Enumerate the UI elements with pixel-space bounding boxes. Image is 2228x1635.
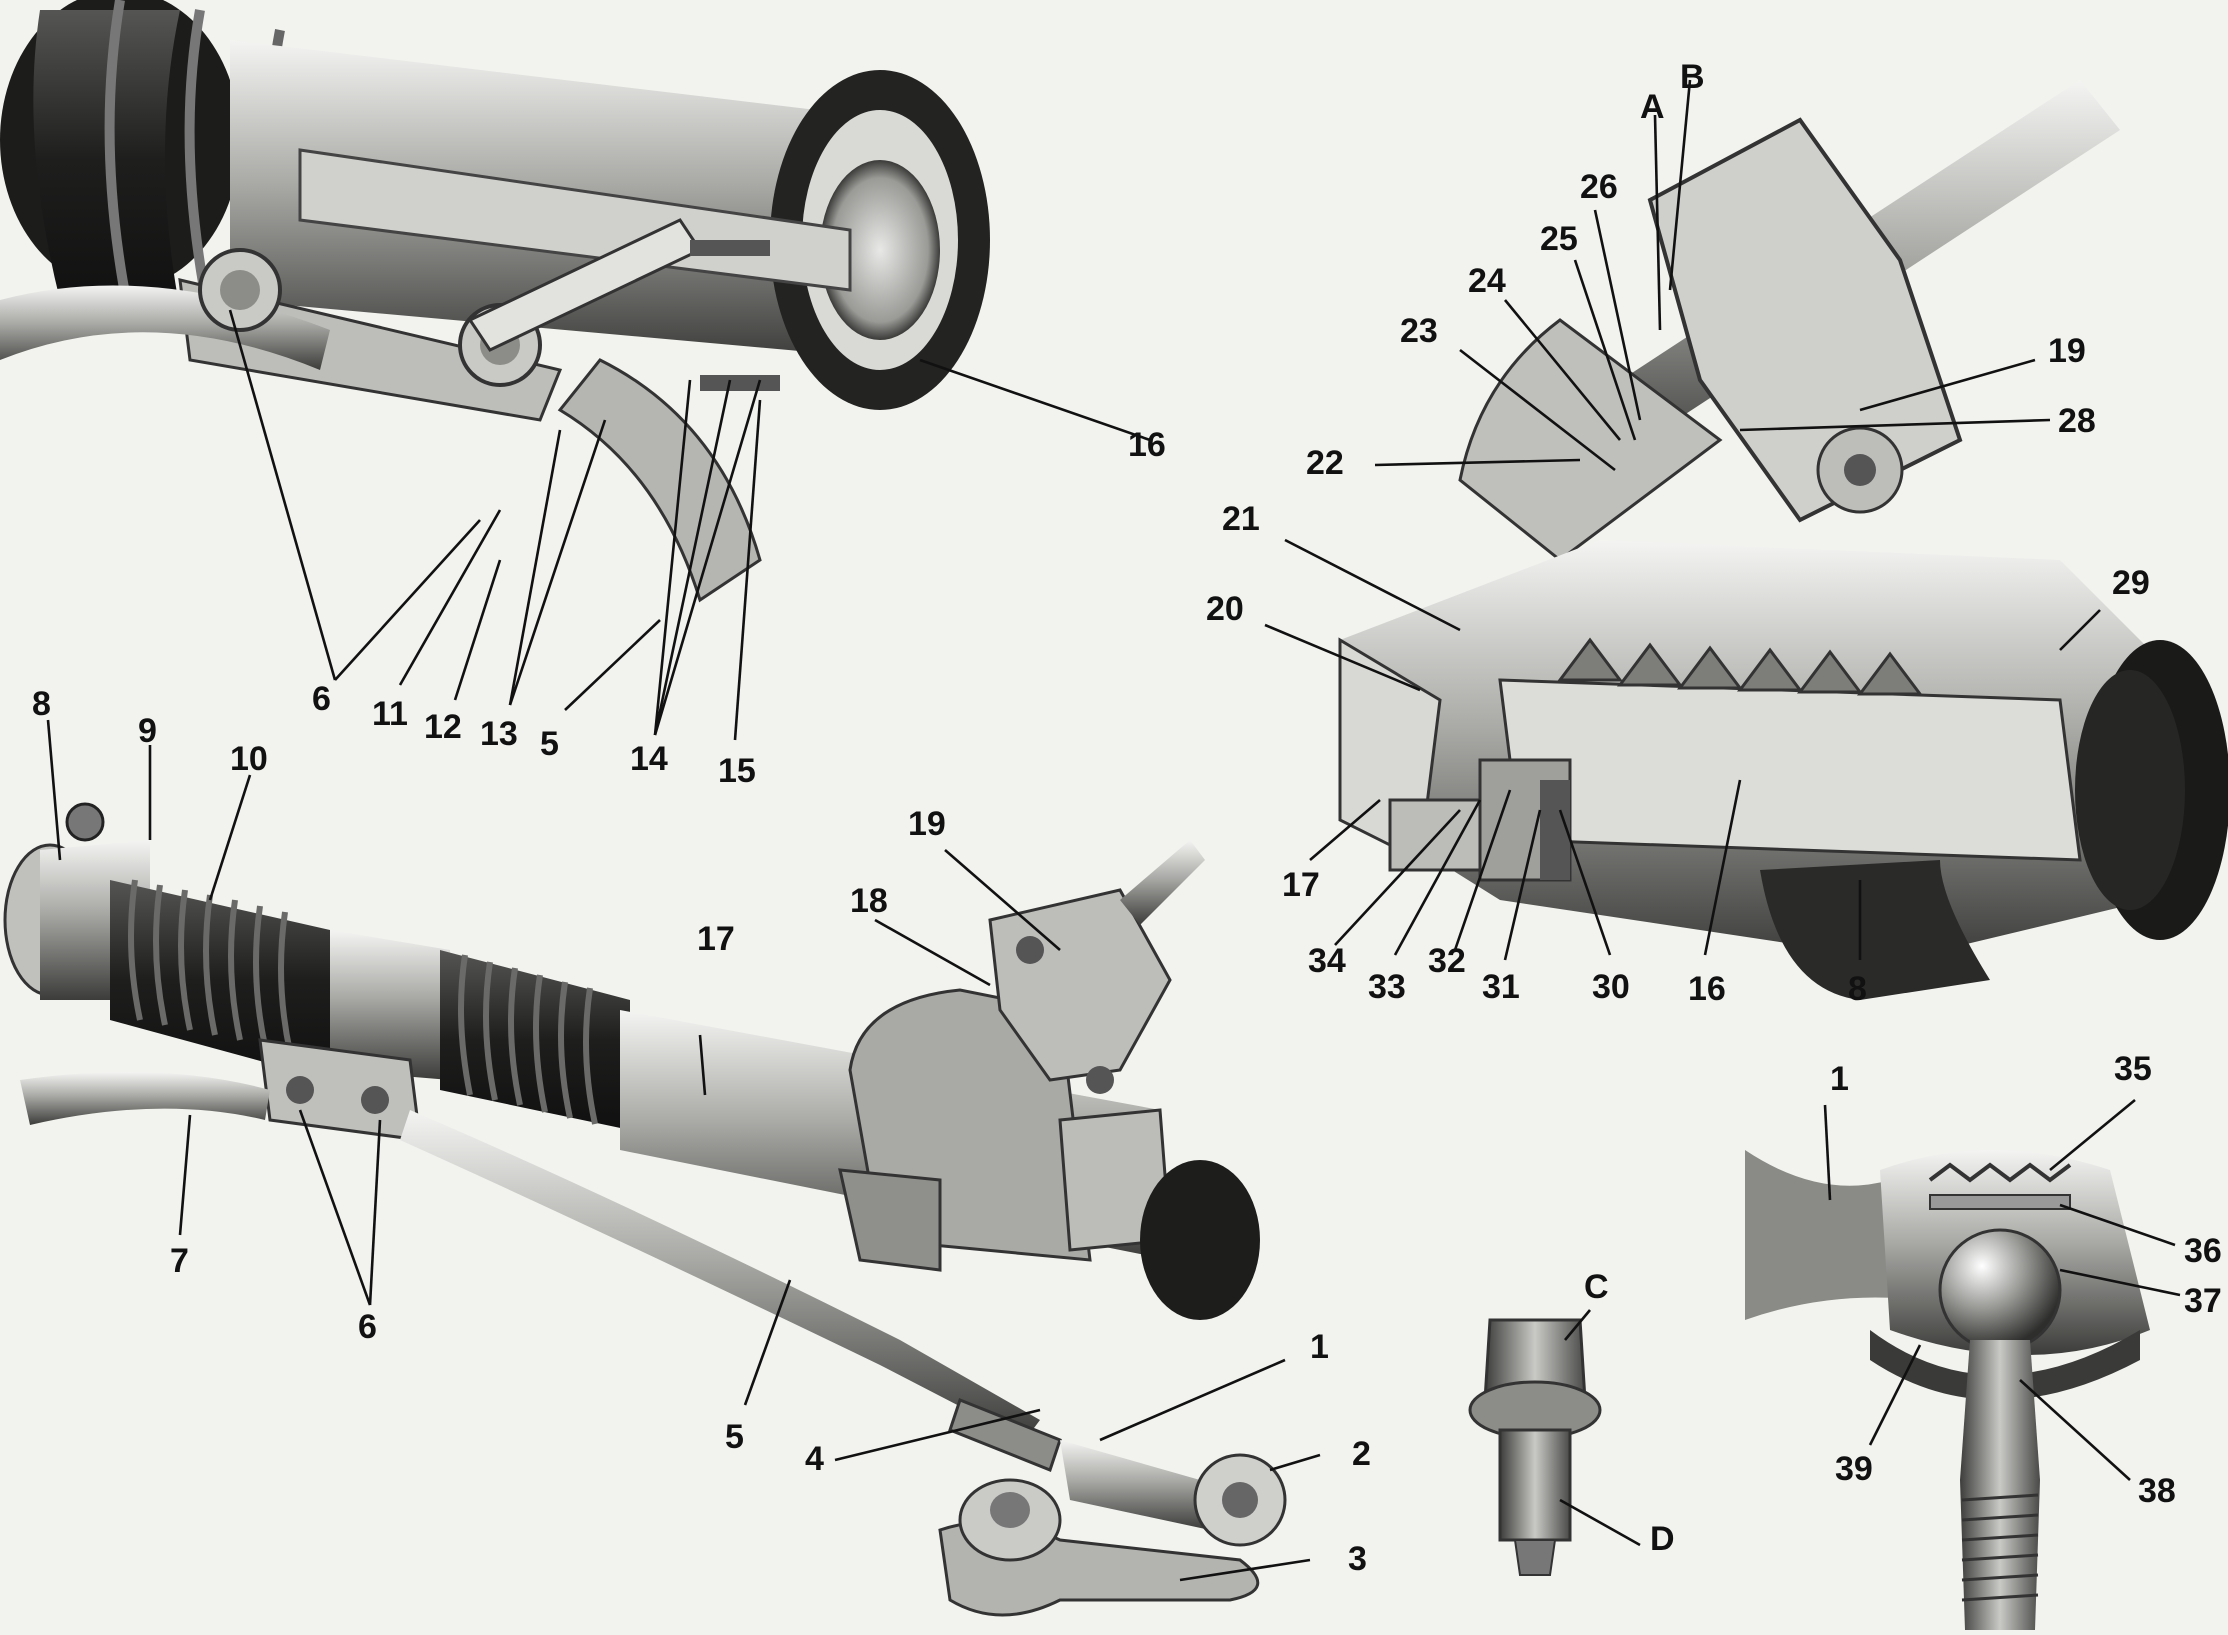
label-16-right: 16 [1688, 970, 1726, 1008]
label-39: 39 [1835, 1450, 1873, 1488]
label-37: 37 [2184, 1282, 2222, 1320]
label-22: 22 [1306, 444, 1344, 482]
label-18: 18 [850, 882, 888, 920]
label-26: 26 [1580, 168, 1618, 206]
label-11: 11 [372, 695, 408, 733]
leader-lines [46, 79, 2181, 1582]
steering-assembly [3, 802, 1287, 1617]
label-12: 12 [424, 708, 462, 746]
label-36: 36 [2184, 1232, 2222, 1270]
label-38: 38 [2138, 1472, 2176, 1510]
label-14: 14 [630, 740, 668, 778]
label-3: 3 [1348, 1540, 1367, 1578]
label-13: 13 [480, 715, 518, 753]
label-28: 28 [2058, 402, 2096, 440]
label-15: 15 [718, 752, 756, 790]
cutaway-rack-end [0, 0, 990, 603]
label-5-left: 5 [540, 725, 559, 763]
label-29: 29 [2112, 564, 2150, 602]
label-9: 9 [138, 712, 157, 750]
label-19-right: 19 [2048, 332, 2086, 370]
label-8-left: 8 [32, 685, 51, 723]
label-33: 33 [1368, 968, 1406, 1006]
label-D: D [1650, 1520, 1675, 1558]
ball-joint-cutaway [1745, 1150, 2150, 1630]
cutaway-gear-housing [1338, 80, 2228, 1000]
bushing-part [1468, 1318, 1602, 1576]
callout-labels: 1 1 2 3 4 5 5 6 6 7 8 8 9 10 11 12 13 14… [32, 58, 2222, 1578]
label-21: 21 [1222, 500, 1260, 538]
label-6-top: 6 [312, 680, 331, 718]
label-32: 32 [1428, 942, 1466, 980]
label-23: 23 [1400, 312, 1438, 350]
label-34: 34 [1308, 942, 1346, 980]
label-C: C [1584, 1268, 1609, 1306]
label-10: 10 [230, 740, 268, 778]
label-8-right: 8 [1848, 970, 1867, 1008]
label-1-assembly: 1 [1830, 1060, 1849, 1098]
label-A: A [1640, 88, 1665, 126]
label-24: 24 [1468, 262, 1506, 300]
label-35: 35 [2114, 1050, 2152, 1088]
label-17-mid: 17 [697, 920, 735, 958]
label-2: 2 [1352, 1435, 1371, 1473]
label-B: B [1680, 58, 1705, 96]
label-30: 30 [1592, 968, 1630, 1006]
label-5-mid: 5 [725, 1418, 744, 1456]
label-17-right: 17 [1282, 866, 1320, 904]
label-25: 25 [1540, 220, 1578, 258]
label-19-mid: 19 [908, 805, 946, 843]
label-20: 20 [1206, 590, 1244, 628]
label-31: 31 [1482, 968, 1520, 1006]
label-7: 7 [170, 1242, 189, 1280]
label-16-top: 16 [1128, 426, 1166, 464]
label-4: 4 [805, 1440, 824, 1478]
label-6-mid: 6 [358, 1308, 377, 1346]
label-1-arm: 1 [1310, 1328, 1329, 1366]
